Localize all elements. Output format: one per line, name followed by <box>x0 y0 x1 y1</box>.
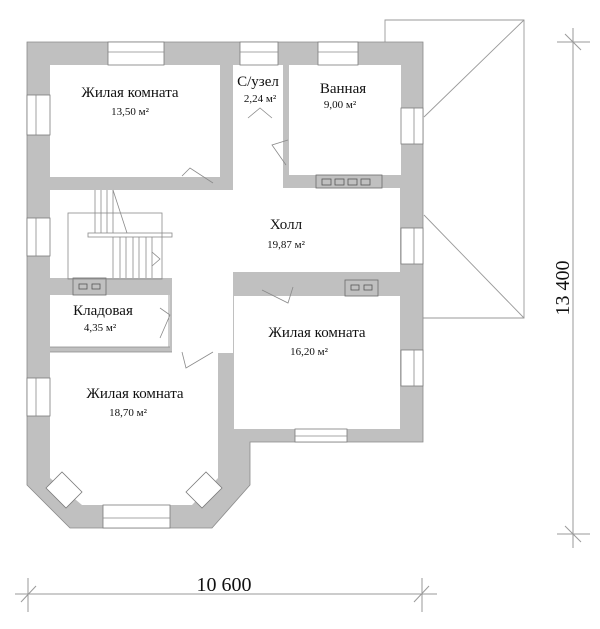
window-left-living1 <box>26 94 51 136</box>
door-living1 <box>181 167 214 184</box>
window-bottom-living2 <box>294 428 348 443</box>
floor-wc <box>233 65 283 121</box>
room-name-living-3: Жилая комната <box>86 386 184 402</box>
room-name-hall: Холл <box>270 217 303 233</box>
room-area-wc: 2,24 м² <box>244 93 277 105</box>
dimension-height-label: 13 400 <box>552 261 574 316</box>
window-bay-right <box>185 471 223 509</box>
windows <box>26 41 424 529</box>
window-right-bath <box>400 107 424 145</box>
vent-stair <box>72 277 107 296</box>
room-area-hall: 19,87 м² <box>267 239 305 251</box>
window-bay-left <box>45 471 83 509</box>
window-right-hall <box>400 227 424 265</box>
room-name-wc: С/узел <box>237 74 279 90</box>
window-top-wc <box>239 41 279 66</box>
room-floors <box>50 65 401 505</box>
floor-hall <box>172 121 400 353</box>
dimension-width: 10 600 <box>15 574 437 612</box>
room-area-living-2: 16,20 м² <box>290 346 328 358</box>
window-right-living2 <box>400 349 424 387</box>
door-wc <box>247 107 273 119</box>
floor-living-3 <box>50 352 218 505</box>
room-area-storage: 4,35 м² <box>84 322 117 334</box>
window-left-living3 <box>26 377 51 417</box>
room-labels: Жилая комната 13,50 м² С/узел 2,24 м² Ва… <box>73 74 366 419</box>
window-bottom-living3 <box>102 504 171 529</box>
room-name-bath: Ванная <box>320 81 366 97</box>
room-name-living-2: Жилая комната <box>268 325 366 341</box>
room-area-living-3: 18,70 м² <box>109 407 147 419</box>
roof-outline <box>384 19 525 319</box>
floor-living-1 <box>50 65 220 177</box>
floor-living-2 <box>234 296 400 429</box>
vent-blocks <box>72 174 383 297</box>
room-area-bath: 9,00 м² <box>324 99 357 111</box>
window-top-bath <box>317 41 359 66</box>
dimension-height: 13 400 <box>552 28 590 548</box>
staircase <box>67 189 173 280</box>
floor-storage <box>50 295 170 347</box>
room-name-storage: Кладовая <box>73 303 133 319</box>
doors <box>159 107 294 369</box>
room-area-living-1: 13,50 м² <box>111 106 149 118</box>
floor-bath <box>289 65 401 175</box>
door-storage <box>159 307 171 339</box>
room-name-living-1: Жилая комната <box>81 85 179 101</box>
vent-living2 <box>344 279 379 297</box>
window-left-stair <box>26 217 51 257</box>
partitions <box>50 295 172 353</box>
window-top-living1 <box>107 41 165 66</box>
door-bath <box>271 139 289 166</box>
door-living2 <box>261 286 294 304</box>
dimension-width-label: 10 600 <box>197 574 252 596</box>
vent-bath <box>315 174 383 189</box>
door-living3 <box>181 351 214 369</box>
